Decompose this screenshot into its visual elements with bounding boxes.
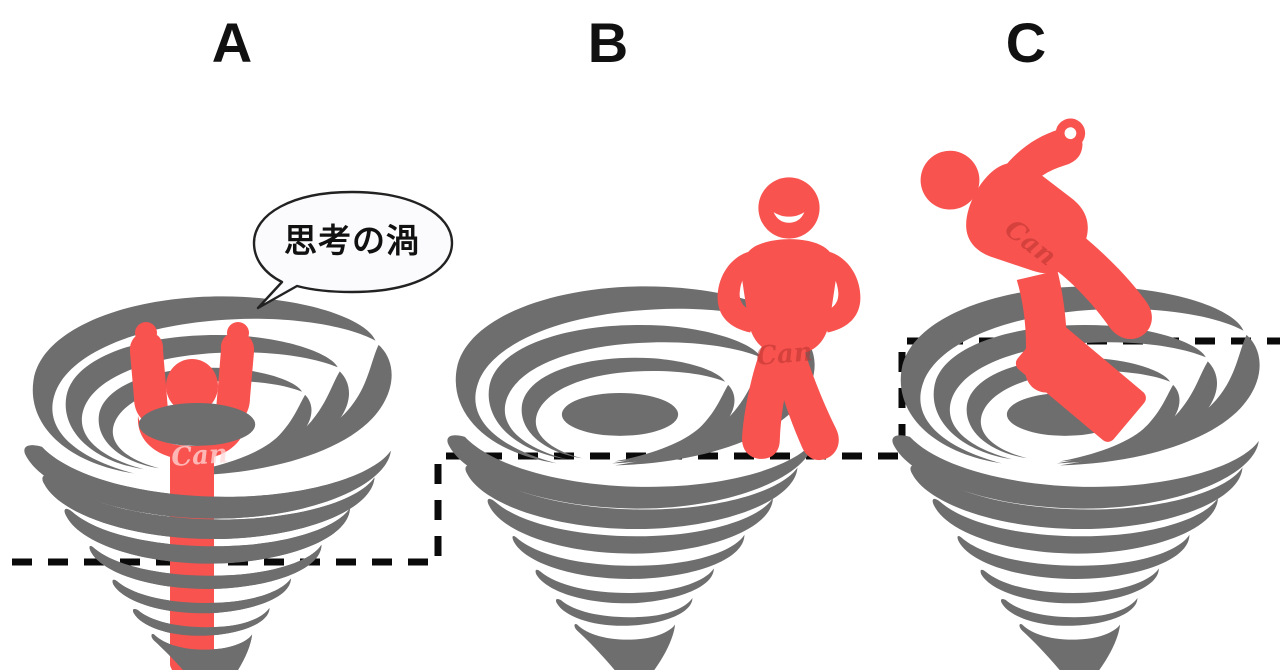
speech-bubble-text: 思考の渦	[284, 221, 420, 260]
panel-letter-a: A	[212, 11, 252, 74]
panel-letter-c: C	[1006, 11, 1046, 74]
tornado-a-overlay	[24, 402, 391, 670]
speech-bubble-shape	[252, 190, 454, 310]
panel-b-group: Can	[447, 177, 861, 670]
speech-bubble: 思考の渦	[252, 190, 454, 310]
panel-letter-b: B	[588, 11, 628, 74]
panel-a-group: Can	[24, 296, 392, 670]
watermark-a: Can	[170, 439, 228, 473]
panel-c-group: Can	[849, 66, 1260, 670]
watermark-b: Can	[755, 337, 814, 372]
